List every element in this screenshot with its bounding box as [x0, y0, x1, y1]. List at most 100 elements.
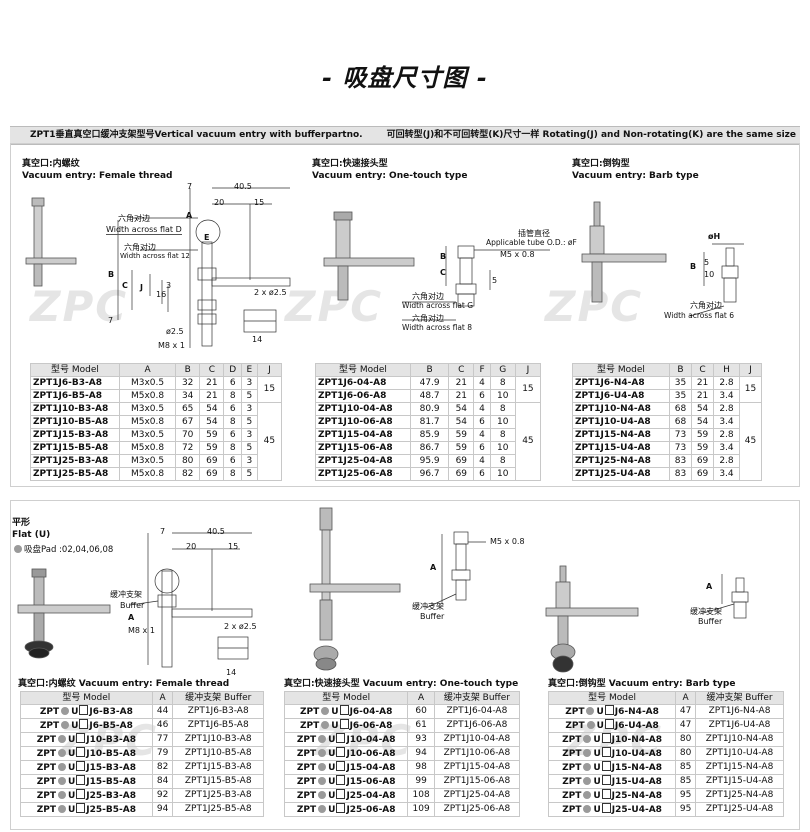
table-cell: 69 — [199, 467, 225, 481]
table-cell: 47 — [675, 718, 697, 733]
table-cell: ZPT1J10-B3-A8 — [30, 402, 120, 416]
label-across-8-en: Width across flat 8 — [402, 323, 473, 332]
table-cell: M3x0.5 — [118, 428, 177, 442]
pad-size-dot-icon — [583, 749, 592, 757]
table-cell: 4 — [473, 428, 491, 442]
model-prefix: ZPT — [565, 721, 585, 731]
model-suffix: J15-U4-A8 — [611, 777, 662, 787]
model-prefix: ZPT — [36, 763, 56, 773]
table-cell: 6 — [473, 389, 491, 403]
option-square-icon — [601, 761, 611, 771]
table-cell: 10 — [489, 441, 516, 455]
model-prefix: ZPT — [36, 749, 56, 759]
dim-3: 3 — [166, 281, 172, 290]
upper-panel — [10, 143, 800, 487]
dim-16: 16 — [156, 290, 167, 299]
table-cell: ZPT1J15-B3-A8 — [172, 760, 264, 775]
table-cell: 10 — [489, 467, 516, 481]
model-prefix: ZPT — [299, 707, 320, 717]
model-type: U — [328, 735, 336, 745]
table-cell: 2.8 — [713, 454, 740, 468]
option-square-icon — [601, 733, 611, 743]
table-cell: ZPT1J25-U4-A8 — [695, 802, 784, 817]
label-tube-cn: 插管直径 — [518, 229, 550, 238]
model-suffix: J15-B5-A8 — [86, 777, 136, 787]
pad-size-dot-icon — [318, 763, 327, 771]
table-cell: 21 — [448, 376, 475, 390]
table-cell: ZPT1J10-04-A8 — [433, 732, 521, 747]
model-suffix: J25-U4-A8 — [611, 805, 662, 815]
table-cell: 86.7 — [409, 441, 450, 455]
bottom-table3-title: 真空口:倒钩型 Vacuum entry: Barb type — [548, 679, 736, 689]
model-suffix: J10-B3-A8 — [86, 735, 136, 745]
table-cell: 59 — [448, 428, 475, 442]
model-suffix: J6-06-A8 — [349, 721, 393, 731]
table-cell: ZPT1J25-B3-A8 — [172, 788, 264, 803]
table-cell: ZPT1J15-N4-A8 — [695, 760, 784, 775]
model-prefix: ZPT — [562, 791, 582, 801]
table-cell: 85.9 — [409, 428, 450, 442]
table-cell: ZPT1J15-B5-A8 — [30, 441, 120, 455]
table-cell: 94 — [407, 746, 435, 761]
option-square-icon — [601, 747, 611, 757]
model-type: U — [331, 707, 339, 717]
table-cell: 69 — [448, 454, 475, 468]
table-cell: 3 — [241, 376, 258, 390]
table-cell: 3.4 — [713, 389, 740, 403]
table-cell: 10 — [489, 389, 516, 403]
table-cell: ZPT1J15-U4-A8 — [695, 774, 784, 789]
table-cell: 99 — [407, 774, 435, 789]
model-prefix: ZPT — [562, 735, 582, 745]
label-across-d-en: Width across flat D — [106, 225, 182, 235]
pad-size-dot-icon — [318, 749, 327, 757]
model-suffix: J6-04-A8 — [349, 707, 393, 717]
table-cell: M3x0.5 — [118, 376, 177, 390]
model-prefix: ZPT — [562, 749, 582, 759]
table-cell: ZPT1J10-N4-A8 — [695, 732, 784, 747]
model-prefix: ZPT — [36, 735, 56, 745]
dim-c: C — [122, 281, 128, 290]
table-cell: 54 — [691, 402, 715, 416]
pad-size-dot-icon — [318, 805, 327, 813]
table-cell: 109 — [407, 802, 435, 817]
table-cell: ZPT1J6-U4-A8 — [572, 389, 670, 403]
dim-holes: 2 x ø2.5 — [254, 288, 287, 297]
flat-buffer-cn-3: 缓冲支架 — [690, 607, 722, 616]
flat-dim-15: 15 — [228, 542, 239, 551]
table-cell: 6 — [473, 415, 491, 429]
table-cell: 73 — [668, 428, 693, 442]
table-cell: ZPT1J15-04-A8 — [315, 428, 411, 442]
table-cell: 65 — [175, 402, 201, 416]
option-square-icon — [336, 733, 346, 743]
table-cell: ZPT1J10-N4-A8 — [572, 402, 670, 416]
dim-b-3: B — [690, 262, 697, 271]
option-square-icon — [76, 803, 86, 813]
flat-heading: 平形 Flat (U) — [12, 518, 51, 540]
table-cell: 8 — [223, 389, 242, 403]
option-square-icon — [336, 789, 346, 799]
table-cell: 8 — [489, 428, 516, 442]
table-cell: ZPT1J25-B5-A8 — [30, 467, 120, 481]
label-across-12-en: Width across flat 12 — [120, 252, 190, 260]
option-square-icon — [601, 775, 611, 785]
dim-10: 10 — [704, 270, 715, 279]
option-square-icon — [76, 733, 86, 743]
table-cell: ZPT1J6-06-A8 — [433, 718, 521, 733]
table-cell: ZPT1J6-04-A8 — [315, 376, 411, 390]
